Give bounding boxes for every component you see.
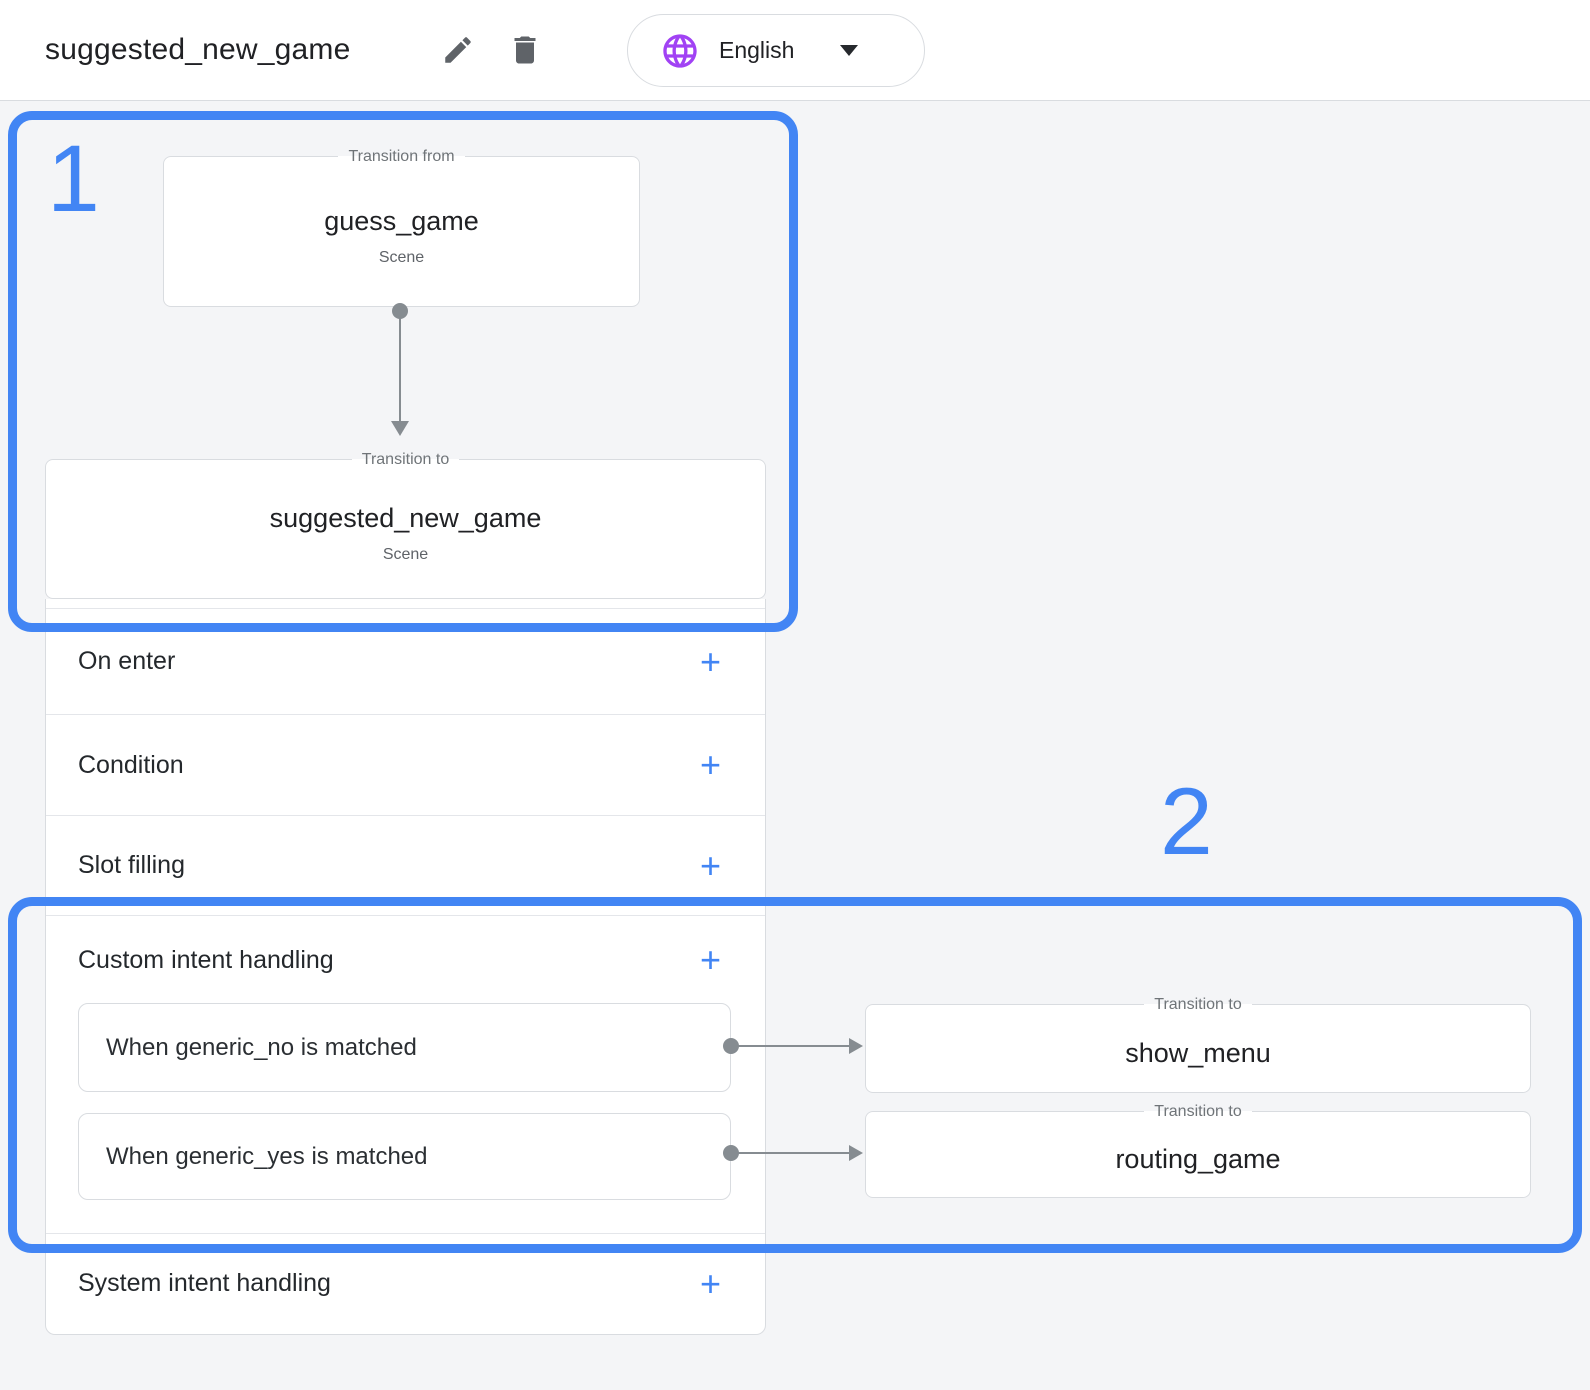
connector-line <box>399 313 401 423</box>
transition-target-show-menu[interactable]: Transition to show_menu <box>865 995 1531 1093</box>
plus-icon[interactable]: + <box>699 844 721 886</box>
arrow-down-icon <box>391 421 409 436</box>
globe-icon <box>660 31 700 71</box>
arrow-right-icon <box>849 1038 863 1054</box>
connector-dot <box>723 1145 739 1161</box>
caret-down-icon <box>840 45 859 56</box>
intent-card-generic-yes[interactable]: When generic_yes is matched <box>78 1113 731 1200</box>
edit-scene-button[interactable] <box>438 30 478 70</box>
section-label: Slot filling <box>78 851 185 879</box>
plus-icon[interactable]: + <box>699 744 721 785</box>
intent-card-generic-no[interactable]: When generic_no is matched <box>78 1003 731 1092</box>
transition-from-legend: Transition from <box>348 148 455 165</box>
scene-name: show_menu <box>1125 1037 1271 1068</box>
transition-target-routing-game[interactable]: Transition to routing_game <box>865 1102 1531 1198</box>
section-slot-filling[interactable]: Slot filling + <box>46 816 765 916</box>
section-label: System intent handling <box>78 1269 331 1297</box>
transition-from-box[interactable]: Transition from guess_game Scene <box>163 147 640 307</box>
connector-dot <box>392 303 408 319</box>
scene-type-label: Scene <box>378 248 425 266</box>
transition-to-box[interactable]: Transition to suggested_new_game Scene <box>45 450 766 599</box>
plus-icon[interactable]: + <box>699 640 721 682</box>
scene-name: routing_game <box>1115 1143 1281 1174</box>
delete-scene-button[interactable] <box>505 30 545 70</box>
annotation-number-2: 2 <box>1160 769 1213 875</box>
arrow-right-icon <box>849 1145 863 1161</box>
transition-to-legend: Transition to <box>1154 996 1242 1013</box>
scene-name: guess_game <box>324 205 479 236</box>
page-title: suggested_new_game <box>45 33 351 66</box>
intent-label: When generic_yes is matched <box>106 1142 428 1170</box>
section-system-intent-handling[interactable]: System intent handling + <box>46 1233 765 1333</box>
language-label: English <box>719 37 795 63</box>
header-bar: suggested_new_game English <box>0 0 1590 101</box>
section-on-enter[interactable]: On enter + <box>46 608 765 715</box>
language-selector[interactable]: English <box>627 14 925 87</box>
trash-icon <box>507 32 543 68</box>
section-label: On enter <box>78 647 176 675</box>
transition-to-legend: Transition to <box>1154 1103 1242 1120</box>
section-custom-intent-handling[interactable]: Custom intent handling + <box>46 916 765 1004</box>
section-condition[interactable]: Condition + <box>46 715 765 816</box>
scene-type-label: Scene <box>382 546 429 563</box>
plus-icon[interactable]: + <box>699 939 721 980</box>
scene-name: suggested_new_game <box>269 503 542 533</box>
section-label: Custom intent handling <box>78 945 334 974</box>
connector-line <box>737 1152 849 1154</box>
pencil-icon <box>441 33 475 67</box>
connector-dot <box>723 1038 739 1054</box>
connector-line <box>737 1045 849 1047</box>
intent-label: When generic_no is matched <box>106 1033 417 1061</box>
scene-sections-panel: On enter + Condition + Slot filling + Cu… <box>45 599 766 1335</box>
transition-to-legend: Transition to <box>361 451 450 468</box>
annotation-number-1: 1 <box>47 126 100 232</box>
section-label: Condition <box>78 750 184 779</box>
plus-icon[interactable]: + <box>699 1262 721 1304</box>
